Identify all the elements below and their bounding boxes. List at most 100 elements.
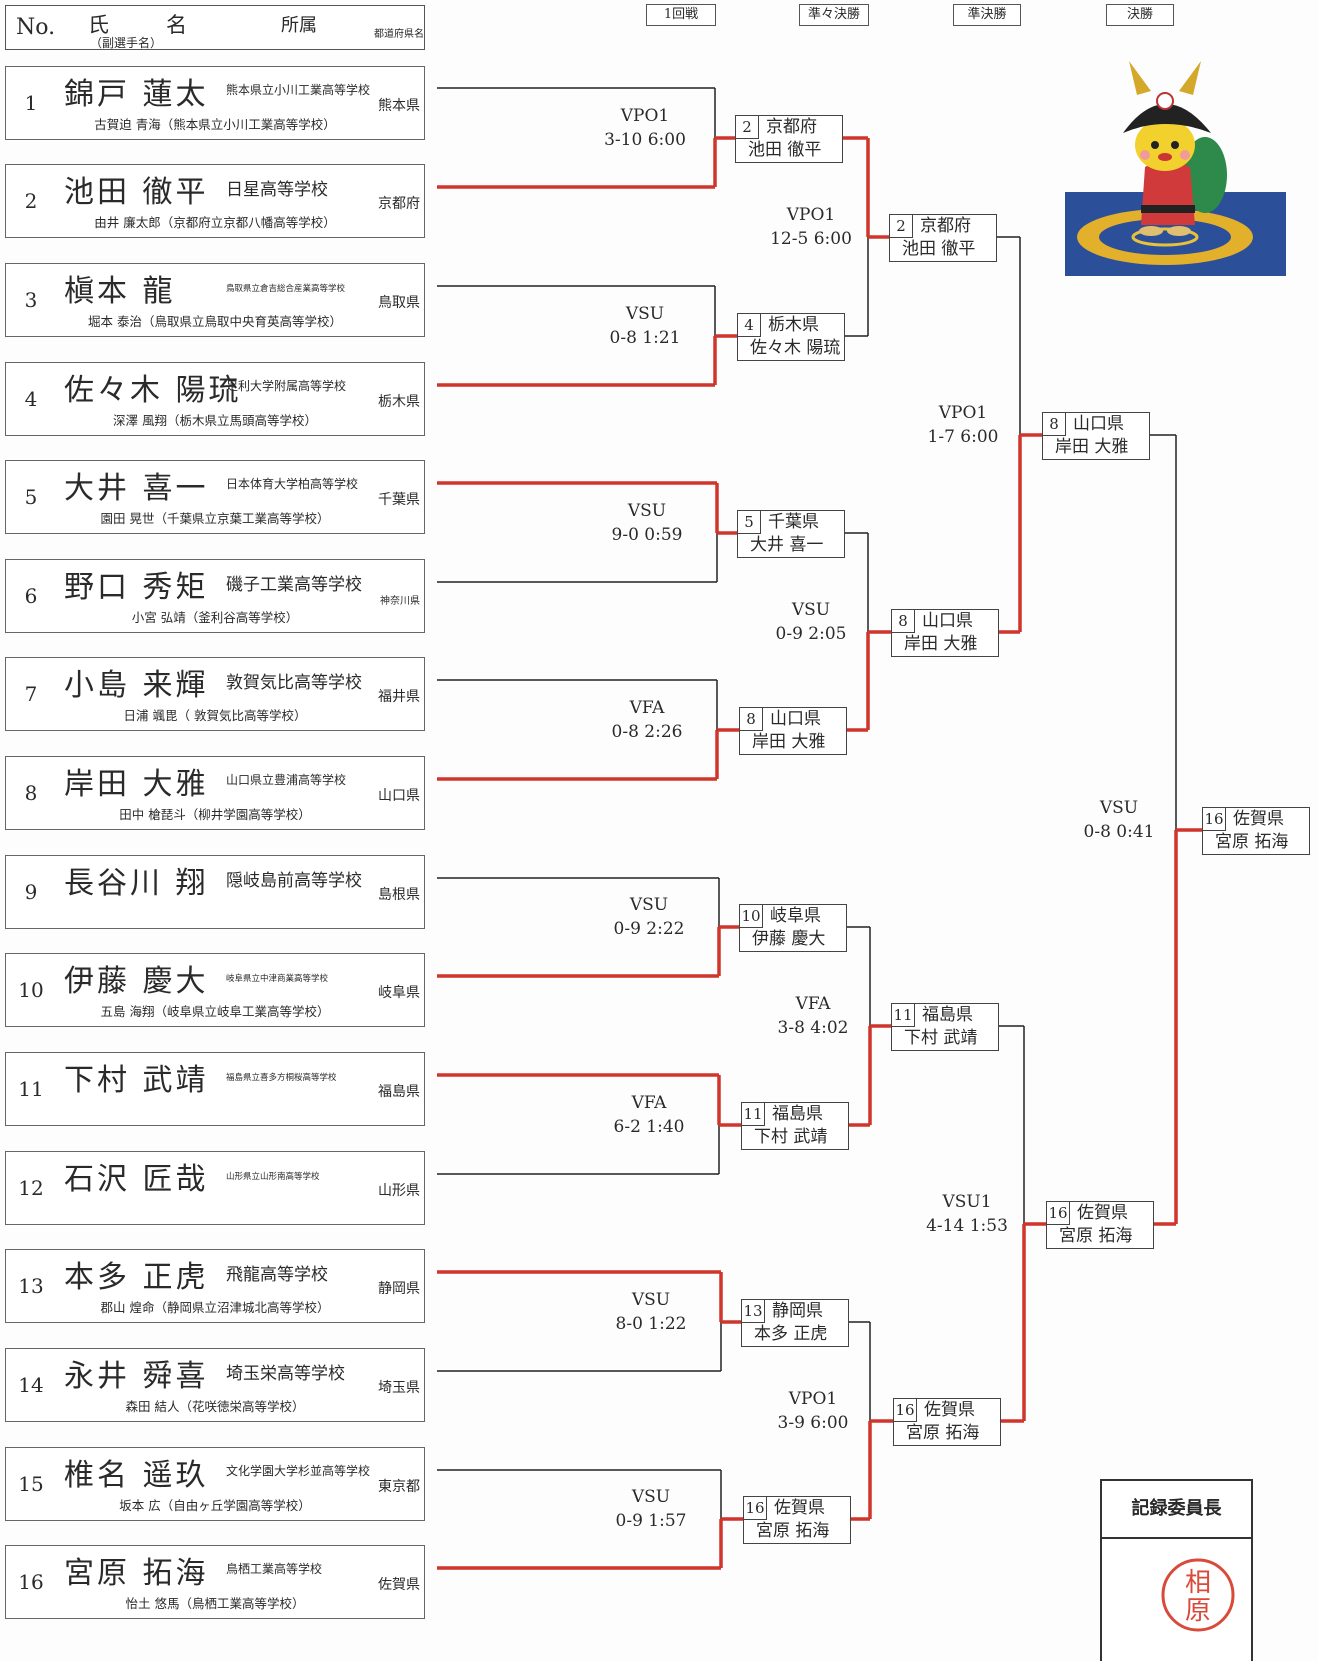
second-player: 深澤 風翔（栃木県立馬頭高等学校） <box>113 413 317 428</box>
player-school: 鳥栖工業高等学校 <box>226 1562 323 1576</box>
player-prefecture: 千葉県 <box>378 492 420 508</box>
header-prefecture: 都道府県名 <box>374 29 424 40</box>
result-type: VSU <box>625 304 665 324</box>
player-name: 槇本 龍 <box>64 274 176 309</box>
player-name: 小島 来輝 <box>64 668 209 703</box>
round1-result-2: VSU 0-8 1:21 <box>590 302 700 350</box>
result-score: 0-9 2:05 <box>775 624 847 644</box>
second-player: 小宮 弘靖（釜利谷高等学校） <box>131 610 299 625</box>
winner-number: 5 <box>738 511 761 534</box>
player-prefecture: 島根県 <box>378 887 420 903</box>
player-name: 大井 喜一 <box>64 471 209 506</box>
player-entry-2: 2 池田 徹平日星高等学校京都府由井 廉太郎（京都府立京都八幡高等学校） <box>5 164 425 238</box>
player-prefecture: 神奈川県 <box>380 596 420 607</box>
winner-prefecture: 山口県 <box>1073 414 1124 434</box>
player-name: 池田 徹平 <box>64 175 209 210</box>
player-prefecture: 栃木県 <box>378 394 420 410</box>
winner-name: 宮原 拓海 <box>1215 832 1289 852</box>
player-prefecture: 京都府 <box>378 196 420 212</box>
player-name: 石沢 匠哉 <box>64 1162 209 1197</box>
column-header: No. 氏 名 （副選手名） 所属 都道府県名 <box>5 5 425 50</box>
player-number: 16 <box>18 1570 44 1594</box>
player-number: 11 <box>18 1077 44 1101</box>
result-score: 4-14 1:53 <box>926 1216 1008 1236</box>
player-name: 宮原 拓海 <box>64 1556 209 1591</box>
player-school: 日本体育大学柏高等学校 <box>226 477 359 491</box>
round-label-1: 1回戦 <box>646 4 716 26</box>
result-score: 0-8 1:21 <box>609 328 681 348</box>
records-chief-box: 記録委員長 相 原 <box>1100 1479 1253 1661</box>
winner-name: 岸田 大雅 <box>1055 437 1129 457</box>
player-school: 山形県立山形南高等学校 <box>226 1172 320 1182</box>
player-number: 7 <box>24 682 38 706</box>
player-number: 6 <box>24 584 38 608</box>
winner-name: 宮原 拓海 <box>1059 1226 1133 1246</box>
winner-prefecture: 佐賀県 <box>924 1400 975 1420</box>
player-school: 熊本県立小川工業高等学校 <box>226 83 371 97</box>
player-number: 10 <box>18 978 44 1002</box>
winner-prefecture: 岐阜県 <box>770 906 821 926</box>
result-type: VSU1 <box>942 1192 992 1212</box>
seal-stamp-icon: 相 原 <box>1161 1558 1235 1632</box>
player-name: 永井 舜喜 <box>64 1359 209 1394</box>
winner-number: 16 <box>744 1497 767 1520</box>
player-name: 岸田 大雅 <box>64 767 209 802</box>
player-school: 山口県立豊浦高等学校 <box>226 773 347 787</box>
winner-name: 岸田 大雅 <box>752 732 826 752</box>
player-number: 8 <box>24 781 38 805</box>
result-score: 12-5 6:00 <box>770 229 852 249</box>
player-prefecture: 福島県 <box>378 1084 420 1100</box>
round-label-2: 準々決勝 <box>799 4 869 26</box>
result-type: VFA <box>631 1093 667 1113</box>
second-player: 五島 海翔（岐阜県立岐阜工業高等学校） <box>100 1004 330 1019</box>
winner-prefecture: 佐賀県 <box>774 1498 825 1518</box>
second-player: 由井 廉太郎（京都府立京都八幡高等学校） <box>94 215 336 230</box>
second-player: 坂本 広（自由ヶ丘学園高等学校） <box>119 1498 311 1513</box>
player-name: 野口 秀矩 <box>64 570 209 605</box>
result-type: VSU <box>631 1487 671 1507</box>
winner-number: 11 <box>892 1004 915 1027</box>
player-school: 磯子工業高等学校 <box>226 575 362 595</box>
round1-result-6: VFA 6-2 1:40 <box>594 1091 704 1139</box>
round-label-4: 決勝 <box>1106 4 1174 26</box>
player-prefecture: 埼玉県 <box>378 1380 420 1396</box>
player-school: 日星高等学校 <box>226 180 328 200</box>
header-name: 氏 名 <box>88 13 205 37</box>
player-number: 4 <box>24 387 38 411</box>
player-number: 2 <box>24 189 38 213</box>
winner-name: 本多 正虎 <box>754 1324 828 1344</box>
result-score: 6-2 1:40 <box>613 1117 685 1137</box>
player-entry-6: 6 野口 秀矩磯子工業高等学校神奈川県小宮 弘靖（釜利谷高等学校） <box>5 559 425 633</box>
second-player: 怡土 悠馬（鳥栖工業高等学校） <box>125 1596 305 1611</box>
records-chief-title: 記録委員長 <box>1102 1481 1251 1539</box>
result-score: 1-7 6:00 <box>927 427 999 447</box>
player-school: 鳥取県立倉吉総合産業高等学校 <box>226 284 346 294</box>
winner-name: 池田 徹平 <box>748 140 822 160</box>
winner-number: 13 <box>742 1300 765 1323</box>
winner-number: 16 <box>1203 808 1226 831</box>
player-name: 椎名 遥玖 <box>64 1458 209 1493</box>
